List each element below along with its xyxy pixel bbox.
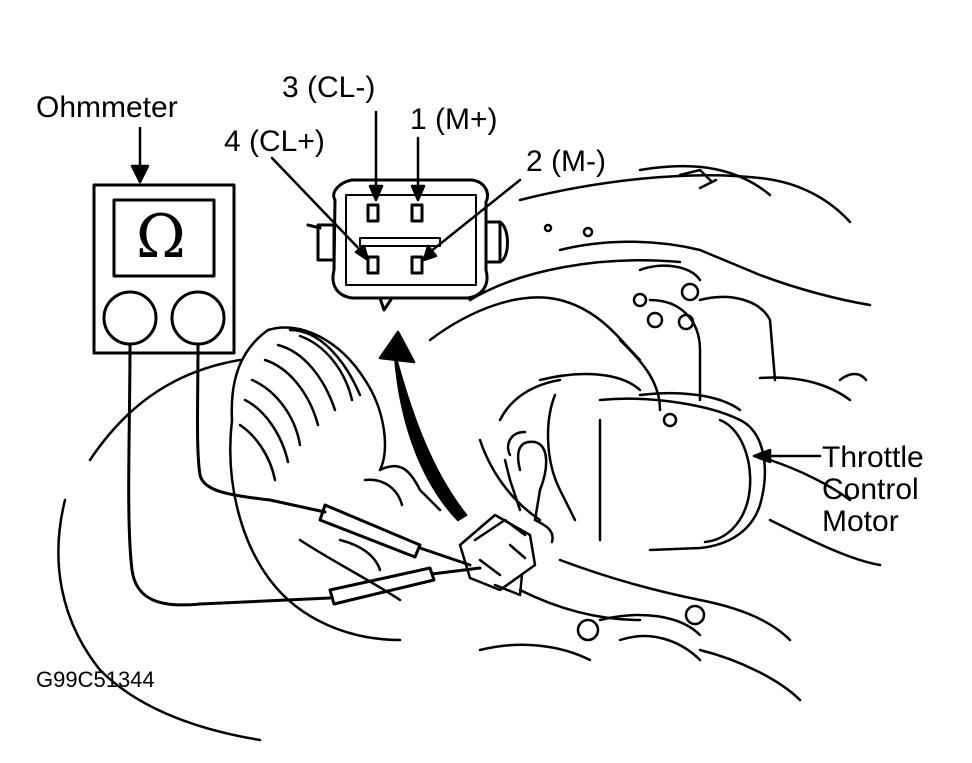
ohmmeter-jack-left xyxy=(102,290,158,346)
connector-face xyxy=(306,178,509,312)
pin-leaders xyxy=(270,110,522,262)
ohmmeter xyxy=(92,183,236,355)
motor-label-line2: Control xyxy=(822,473,919,506)
pin4-label: 4 (CL+) xyxy=(224,125,325,158)
ohm-symbol: Ω xyxy=(136,202,186,272)
terminal-3 xyxy=(366,203,380,223)
harness-connector xyxy=(458,430,554,597)
connector-callout-arrow xyxy=(378,330,468,522)
motor-leader xyxy=(752,448,822,464)
engine-background xyxy=(428,164,882,702)
terminal-1 xyxy=(410,203,424,223)
motor-label-line3: Motor xyxy=(822,505,899,538)
pin3-label: 3 (CL-) xyxy=(282,71,376,104)
ohmmeter-display xyxy=(112,198,216,278)
test-leads xyxy=(127,342,482,607)
air-intake-duct xyxy=(57,326,442,742)
ohmmeter-arrow xyxy=(130,126,150,184)
terminal-2 xyxy=(410,255,424,275)
terminal-4 xyxy=(366,255,380,275)
ohmmeter-jack-right xyxy=(170,290,226,346)
pin1-label: 1 (M+) xyxy=(410,103,498,136)
ohmmeter-label: Ohmmeter xyxy=(36,91,178,124)
figure-id: G99C51344 xyxy=(36,667,155,692)
pin2-label: 2 (M-) xyxy=(526,145,606,178)
motor-label-line1: Throttle xyxy=(822,441,924,474)
